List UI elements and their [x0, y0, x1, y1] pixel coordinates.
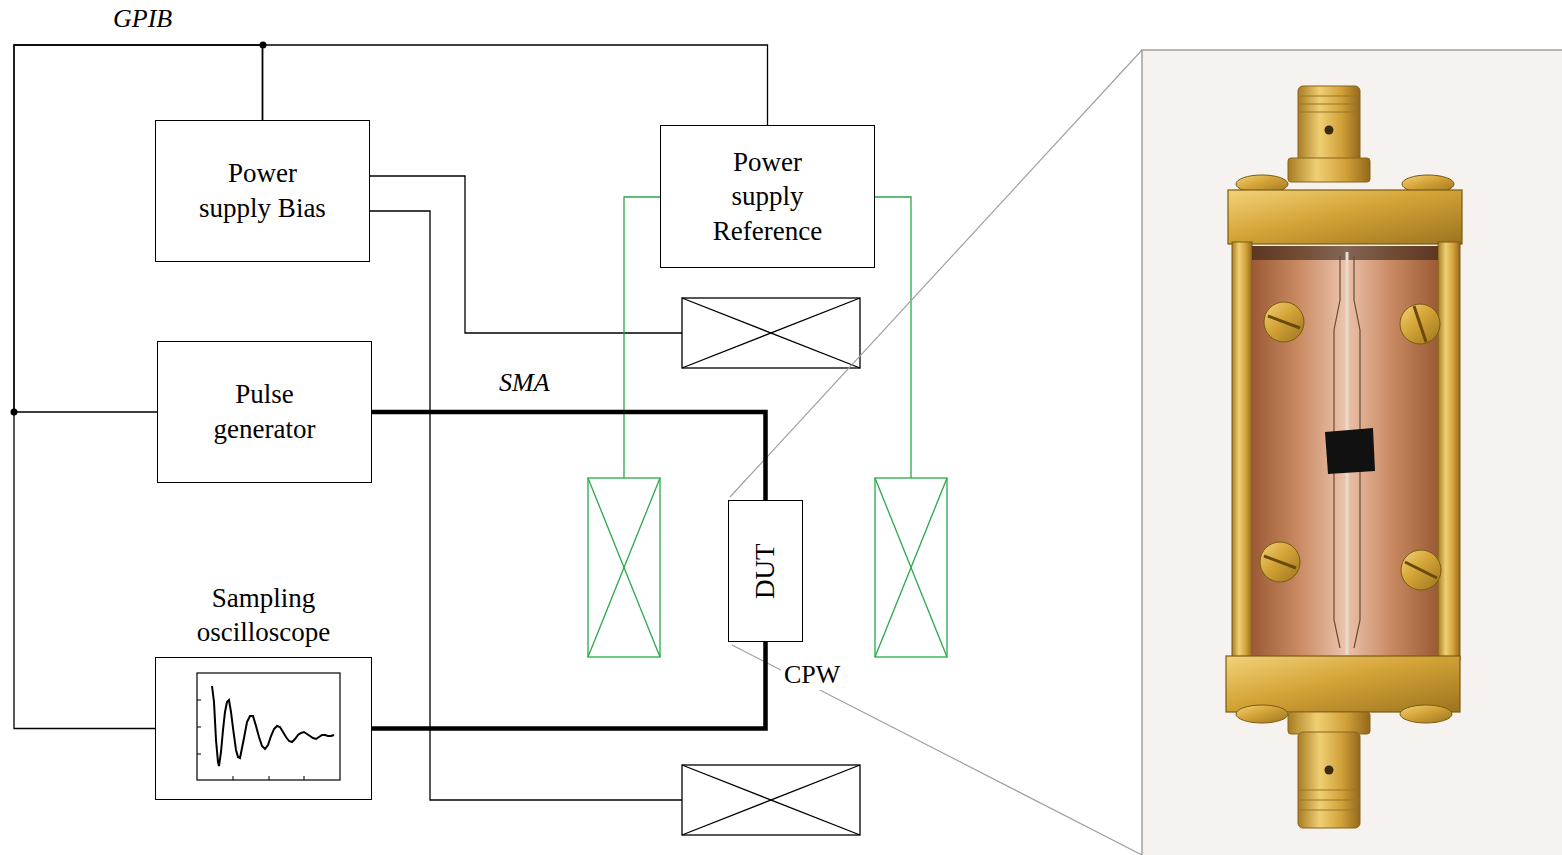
- reference-wire: [624, 197, 660, 478]
- bias-wires: [370, 176, 682, 800]
- bias-coils: [682, 298, 860, 835]
- coax-cable: [372, 642, 766, 729]
- gpib-bus: [14, 45, 263, 412]
- coil-symbol: [682, 765, 860, 835]
- bus-label: GPIB: [110, 4, 175, 34]
- fixture-rail: [1438, 242, 1460, 660]
- coil-symbol: [682, 765, 860, 835]
- node-label: Power supply Bias: [198, 156, 328, 225]
- substrate-shadow: [1252, 246, 1438, 260]
- connector-thread: [1300, 809, 1358, 810]
- sma-connector: [1298, 86, 1360, 166]
- dut-chip: [1325, 428, 1375, 474]
- scope-ticks: [197, 700, 304, 780]
- node-heading: Sampling oscilloscope: [164, 581, 364, 650]
- photo-frame: [1142, 50, 1562, 855]
- coil-symbol: [682, 298, 860, 368]
- screw: [1400, 304, 1440, 344]
- power-supply-box: Power supply Bias: [155, 120, 370, 262]
- node-label: Pulse generator: [200, 377, 330, 446]
- node-label: DUT: [748, 543, 783, 599]
- screw-slot: [1268, 316, 1300, 328]
- dut-box: DUT: [728, 500, 803, 642]
- connector-thread: [1300, 789, 1358, 790]
- fixture-rail: [1232, 242, 1252, 660]
- cable-label: SMA: [496, 368, 553, 398]
- coil-symbol: [682, 298, 860, 368]
- coil-symbol: [875, 478, 947, 657]
- coil-symbol: [588, 478, 660, 657]
- screw-slot: [1405, 562, 1437, 578]
- scope-ticks: [197, 727, 201, 728]
- connector-thread: [1300, 96, 1358, 112]
- frame-screw: [1236, 705, 1288, 723]
- coax-cable: [372, 412, 766, 500]
- line-type-label: CPW: [781, 660, 843, 690]
- coil-symbol: [875, 478, 947, 657]
- scope-ticks: [269, 776, 270, 780]
- connector-hole: [1325, 766, 1334, 775]
- oscilloscope-box: Sampling oscilloscope: [155, 657, 372, 800]
- board-screws: [1260, 302, 1441, 590]
- connector-thread: [1300, 799, 1358, 800]
- scope-ticks: [233, 776, 234, 780]
- connector-hole: [1325, 126, 1334, 135]
- reference-coils: [588, 478, 947, 657]
- coil-symbol: [682, 298, 860, 368]
- scope-ticks: [197, 700, 201, 701]
- scope-ticks: [197, 754, 201, 755]
- connector-flange: [1288, 158, 1370, 182]
- pulse-generator-box: Pulse generator: [157, 341, 372, 483]
- screw: [1264, 302, 1304, 342]
- gpib-bus: [263, 45, 768, 125]
- sma-connector: [1298, 732, 1360, 828]
- scope-screen: [197, 673, 340, 780]
- coil-symbol: [682, 765, 860, 835]
- bias-wire: [370, 176, 682, 333]
- connector-flange: [1288, 712, 1370, 734]
- connector-thread: [1300, 111, 1358, 112]
- connector-thread: [1300, 95, 1358, 96]
- coil-symbol: [588, 478, 660, 657]
- bias-wire: [370, 211, 682, 800]
- leader-line: [730, 50, 1142, 497]
- screw: [1260, 542, 1300, 582]
- screw: [1401, 550, 1441, 590]
- screw-slot: [1264, 556, 1296, 568]
- reference-wire: [875, 197, 911, 478]
- scope-ticks: [304, 776, 305, 780]
- connector-thread: [1300, 790, 1358, 810]
- node-label: Power supply Reference: [703, 145, 833, 249]
- coil-symbol: [875, 478, 947, 657]
- frame-screw: [1400, 705, 1452, 723]
- leader-line: [732, 645, 1142, 855]
- screw-slot: [1414, 306, 1426, 342]
- scope-screen: [197, 673, 340, 780]
- fixture-frame: [1228, 190, 1462, 244]
- power-supply-box: Power supply Reference: [660, 125, 875, 268]
- fixture-photo: [1142, 50, 1562, 855]
- connector-thread: [1300, 103, 1358, 104]
- fixture-frame: [1226, 656, 1460, 712]
- coil-symbol: [588, 478, 660, 657]
- damped-signal-trace: [212, 686, 334, 766]
